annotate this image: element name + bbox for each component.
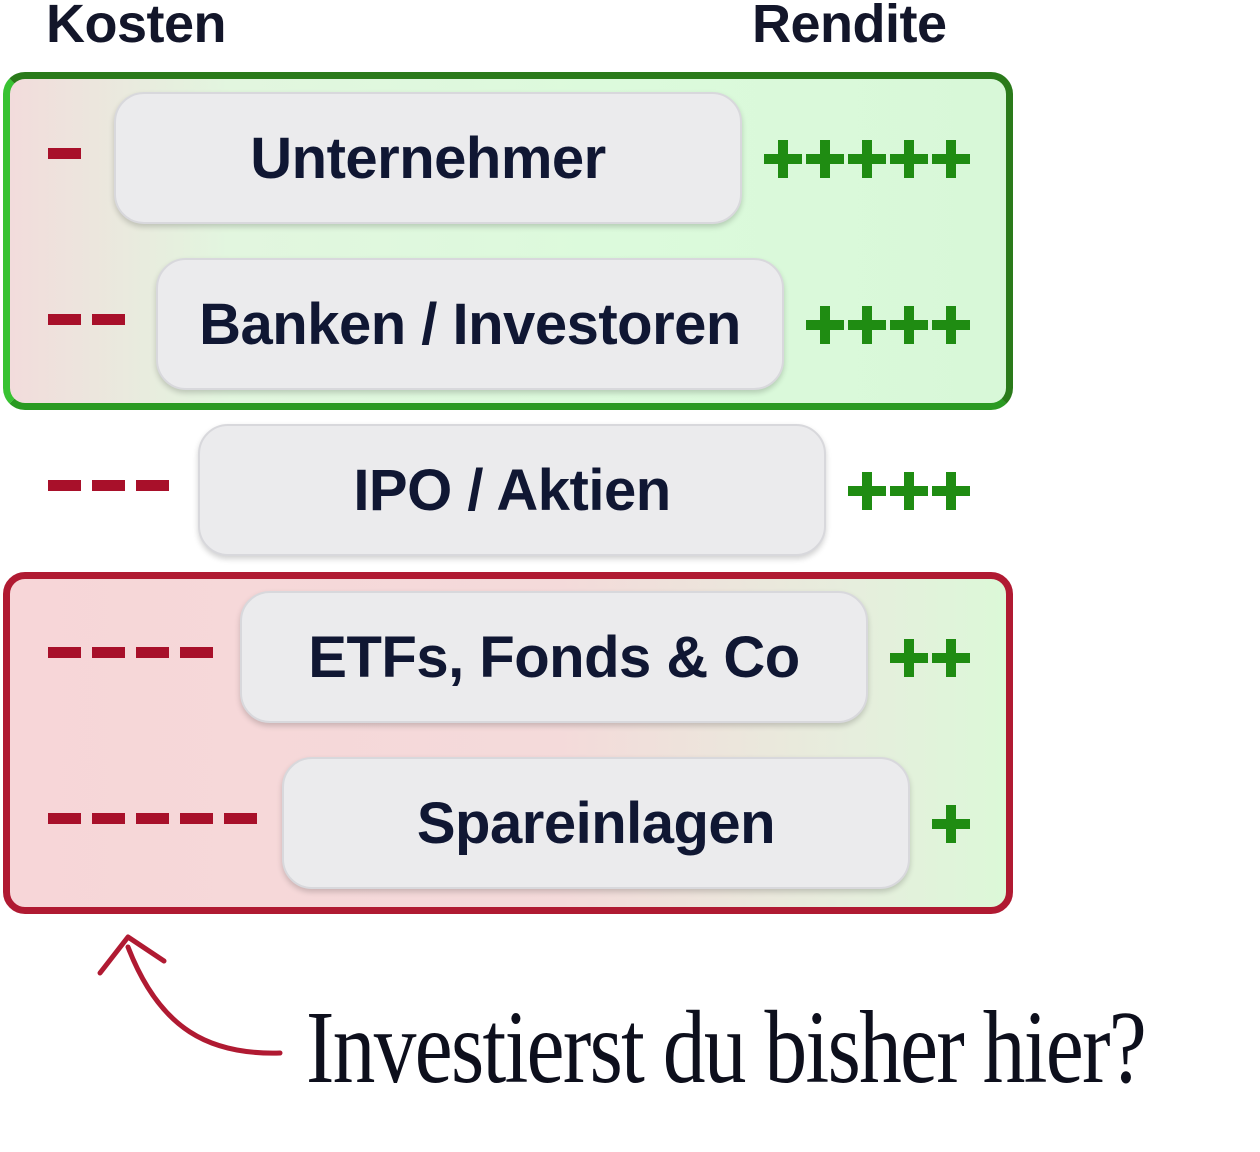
plus-icon <box>932 140 970 178</box>
cost-indicator <box>48 314 125 325</box>
minus-icon <box>224 813 257 824</box>
level-label: ETFs, Fonds & Co <box>240 591 868 723</box>
minus-icon <box>92 314 125 325</box>
plus-icon <box>848 306 886 344</box>
return-indicator <box>764 140 970 178</box>
return-indicator <box>848 472 970 510</box>
minus-icon <box>180 647 213 658</box>
annotation-question: Investierst du bisher hier? <box>306 990 1147 1105</box>
level-row: Unternehmer <box>0 92 1010 226</box>
plus-icon <box>932 805 970 843</box>
cost-indicator <box>48 480 169 491</box>
level-row: Banken / Investoren <box>0 258 1010 392</box>
minus-icon <box>48 148 81 159</box>
level-row: IPO / Aktien <box>0 424 1010 558</box>
level-label: Unternehmer <box>114 92 742 224</box>
return-indicator <box>806 306 970 344</box>
level-label: Spareinlagen <box>282 757 910 889</box>
curved-arrow-icon <box>97 934 283 1056</box>
level-row: Spareinlagen <box>0 757 1010 891</box>
plus-icon <box>932 306 970 344</box>
plus-icon <box>890 639 928 677</box>
minus-icon <box>136 480 169 491</box>
plus-icon <box>764 140 802 178</box>
minus-icon <box>48 480 81 491</box>
level-label: Banken / Investoren <box>156 258 784 390</box>
plus-icon <box>848 140 886 178</box>
minus-icon <box>48 647 81 658</box>
minus-icon <box>48 314 81 325</box>
cost-indicator <box>48 148 81 159</box>
cost-indicator <box>48 813 257 824</box>
plus-icon <box>890 472 928 510</box>
return-indicator <box>890 639 970 677</box>
minus-icon <box>180 813 213 824</box>
plus-icon <box>932 472 970 510</box>
plus-icon <box>890 306 928 344</box>
level-row: ETFs, Fonds & Co <box>0 591 1010 725</box>
minus-icon <box>136 647 169 658</box>
minus-icon <box>48 813 81 824</box>
plus-icon <box>806 306 844 344</box>
cost-indicator <box>48 647 213 658</box>
plus-icon <box>806 140 844 178</box>
minus-icon <box>92 813 125 824</box>
plus-icon <box>890 140 928 178</box>
costs-header: Kosten <box>46 0 227 54</box>
plus-icon <box>932 639 970 677</box>
level-label: IPO / Aktien <box>198 424 826 556</box>
plus-icon <box>848 472 886 510</box>
minus-icon <box>92 480 125 491</box>
returns-header: Rendite <box>752 0 947 54</box>
minus-icon <box>92 647 125 658</box>
minus-icon <box>136 813 169 824</box>
return-indicator <box>932 805 970 843</box>
